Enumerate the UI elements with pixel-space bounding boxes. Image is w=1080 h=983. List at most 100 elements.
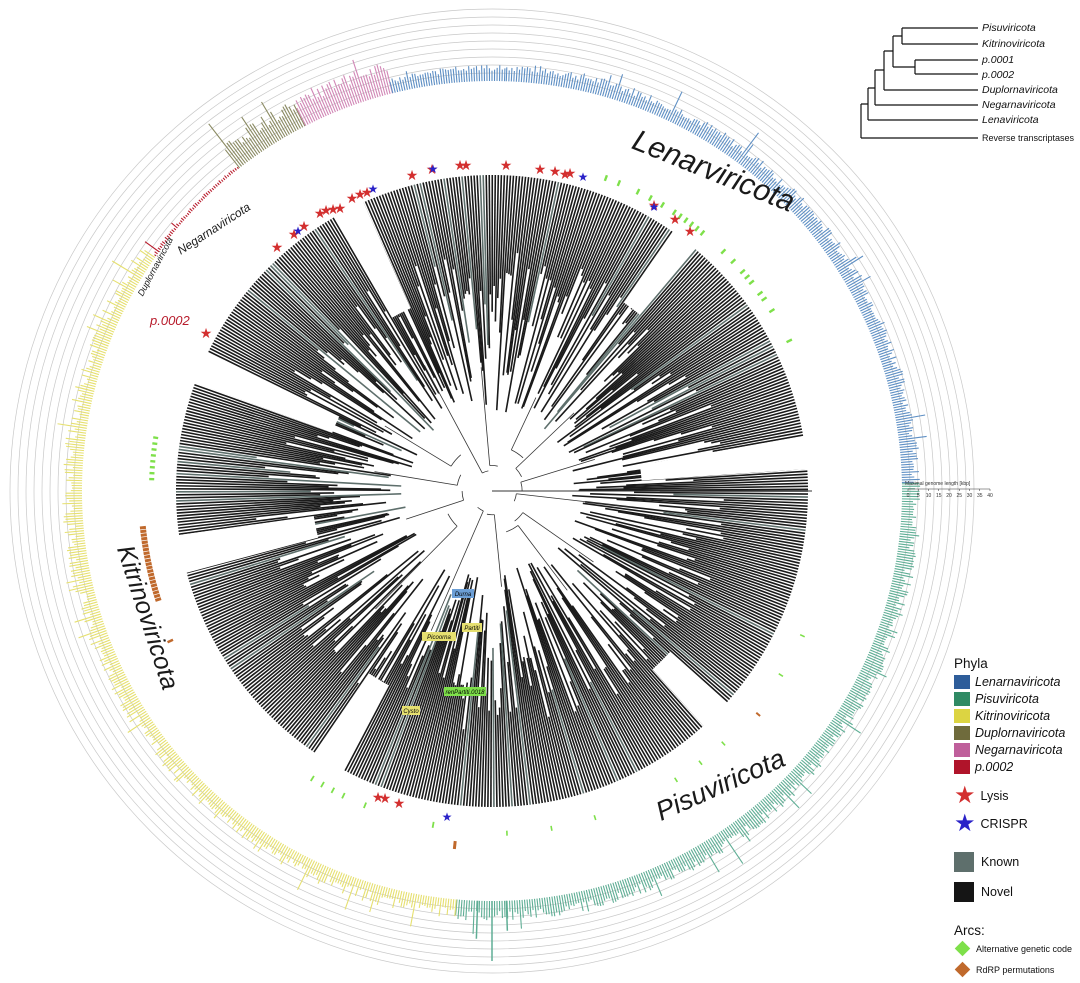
alt-code-diamond-icon (954, 940, 971, 957)
svg-text:★: ★ (361, 185, 374, 201)
svg-text:★: ★ (549, 164, 562, 180)
svg-text:★: ★ (368, 182, 379, 196)
clade-label-picoorna: Picoorna (422, 632, 456, 641)
lysis-crispr-markers: ★★★★★★★★★★★★★★★★★★★★★★★★★★★★★★★★ (200, 158, 697, 824)
svg-text:★: ★ (684, 224, 697, 240)
svg-text:★: ★ (346, 191, 359, 207)
phylum-name: p.0002 (975, 759, 1014, 774)
cladogram-taxon-label: Pisuviricota (982, 22, 1036, 34)
crispr-star-icon: ★ (954, 810, 976, 837)
svg-text:35: 35 (977, 493, 983, 499)
svg-text:15: 15 (936, 493, 942, 499)
svg-text:★: ★ (649, 200, 660, 214)
clade-label-partiti: Partiti (462, 623, 482, 632)
phylum-label-pisuviricota: Pisuviricota (651, 743, 789, 827)
svg-text:★: ★ (578, 170, 589, 184)
phylogenetic-tree (175, 174, 812, 808)
legend-lysis: ★ Lysis (954, 782, 1009, 809)
lysis-star-icon: ★ (954, 782, 976, 809)
cladogram-taxon-label: Reverse transcriptases (982, 133, 1075, 143)
svg-text:★: ★ (428, 162, 439, 176)
legend-phylum-item: Duplornaviricota (954, 724, 1079, 741)
phylum-label-negarnaviricota: Negarnaviricota (175, 200, 253, 258)
novel-swatch (954, 882, 974, 902)
svg-text:★: ★ (298, 219, 311, 235)
cladogram-taxon-label: Kitrinoviricota (982, 38, 1045, 50)
svg-text:★: ★ (559, 167, 572, 183)
feature-arcs (139, 174, 806, 850)
legend-arcs-title: Arcs: (954, 923, 985, 938)
legend-phylum-item: p.0002 (954, 758, 1079, 775)
legend-known: Known (954, 847, 1079, 877)
clade-label-durna: Durna (452, 589, 474, 598)
phylum-color-swatch (954, 759, 970, 774)
phylum-color-swatch (954, 742, 970, 757)
svg-text:★: ★ (500, 158, 513, 174)
svg-text:★: ★ (200, 326, 213, 342)
svg-text:★: ★ (393, 796, 406, 812)
svg-text:★: ★ (293, 224, 304, 238)
svg-text:5: 5 (917, 493, 920, 499)
svg-text:★: ★ (271, 240, 284, 256)
cladogram-taxon-label: Lenaviricota (982, 114, 1039, 126)
legend-crispr: ★ CRISPR (954, 810, 1028, 837)
svg-text:★: ★ (314, 206, 327, 222)
legend-phyla-title: Phyla (954, 656, 988, 671)
cladogram-taxon-label: Negarnaviricota (982, 99, 1056, 111)
rdrp-diamond-icon (954, 961, 971, 978)
svg-text:★: ★ (564, 166, 577, 182)
svg-text:★: ★ (442, 810, 453, 824)
svg-text:★: ★ (327, 202, 340, 218)
svg-text:Partiti: Partiti (464, 626, 480, 632)
svg-text:★: ★ (406, 168, 419, 184)
svg-text:★: ★ (372, 790, 385, 806)
phylum-name: Duplornaviricota (975, 725, 1066, 740)
svg-text:★: ★ (426, 162, 439, 178)
svg-text:20: 20 (946, 493, 952, 499)
svg-text:★: ★ (288, 227, 301, 243)
svg-text:40: 40 (987, 493, 993, 499)
legend-phylum-item: Pisuviricota (954, 690, 1079, 707)
genome-length-scale-bar: Maximal genome length [kbp] 0 5 10 15 20 25 30… (905, 481, 993, 499)
svg-text:Picoorna: Picoorna (427, 635, 451, 641)
genome-length-histogram-ring (57, 59, 927, 961)
svg-text:renPartiti.0018: renPartiti.0018 (445, 690, 485, 696)
svg-text:★: ★ (534, 162, 547, 178)
svg-text:★: ★ (379, 791, 392, 807)
clade-label-cysto: Cysto (402, 706, 420, 715)
svg-text:★: ★ (320, 203, 333, 219)
svg-text:★: ★ (669, 212, 682, 228)
phylum-name: Negarnaviricota (975, 742, 1063, 757)
svg-text:★: ★ (454, 158, 467, 174)
legend-phylum-item: Negarnaviricota (954, 741, 1079, 758)
phylum-color-swatch (954, 674, 970, 689)
svg-text:★: ★ (648, 198, 661, 214)
svg-text:★: ★ (334, 201, 347, 217)
phylum-name: Pisuviricota (975, 691, 1039, 706)
cladogram-taxon-label: Duplornaviricota (982, 84, 1058, 96)
legend-phylum-item: Kitrinoviricota (954, 707, 1079, 724)
phylum-name: Kitrinoviricota (975, 708, 1051, 723)
legend-novel: Novel (954, 877, 1079, 907)
svg-text:10: 10 (926, 493, 932, 499)
svg-text:Maximal genome length [kbp]: Maximal genome length [kbp] (905, 481, 971, 487)
svg-text:25: 25 (956, 493, 962, 499)
phylum-label-p0002: p.0002 (149, 313, 191, 328)
clade-label-ren-partiti: renPartiti.0018 (444, 687, 486, 696)
svg-text:0: 0 (907, 493, 910, 499)
legend-alt-code: Alternative genetic code (954, 940, 1079, 957)
svg-text:Durna: Durna (455, 592, 472, 598)
cladogram-taxon-label: p.0001 (981, 54, 1014, 66)
svg-text:★: ★ (460, 158, 473, 174)
legend-rdrp: RdRP permutations (954, 961, 1079, 978)
svg-text:★: ★ (354, 187, 367, 203)
svg-text:30: 30 (967, 493, 973, 499)
phylum-color-swatch (954, 691, 970, 706)
phylum-name: Lenarnaviricota (975, 674, 1061, 689)
svg-text:Cysto: Cysto (403, 709, 419, 715)
cladogram-taxon-label: p.0002 (981, 69, 1014, 81)
